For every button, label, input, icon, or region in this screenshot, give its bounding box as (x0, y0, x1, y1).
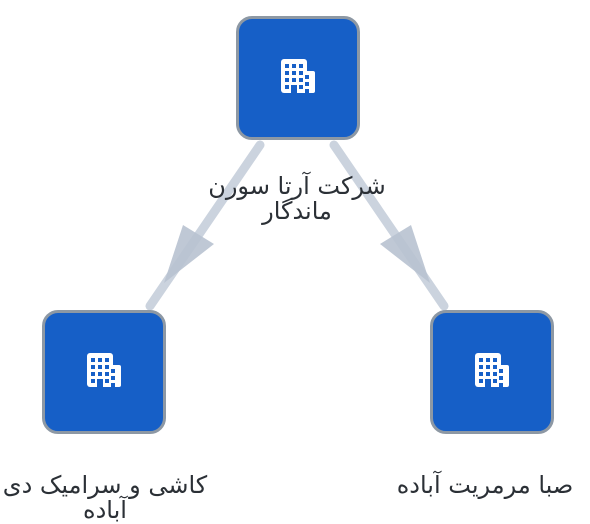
root-node-label: شرکت آرتا سورن ماندگار (208, 172, 386, 225)
building-icon (281, 59, 315, 93)
left-node-label: کاشی و سرامیک دی آباده (2, 471, 208, 524)
edge-root-to-left (145, 140, 265, 311)
node-root[interactable] (236, 16, 360, 140)
building-icon (87, 353, 121, 387)
right-node-label: صبا مرمریت آباده (396, 471, 574, 499)
node-left[interactable] (42, 310, 166, 434)
building-icon (475, 353, 509, 387)
edge-root-to-right (329, 140, 449, 311)
node-right[interactable] (430, 310, 554, 434)
